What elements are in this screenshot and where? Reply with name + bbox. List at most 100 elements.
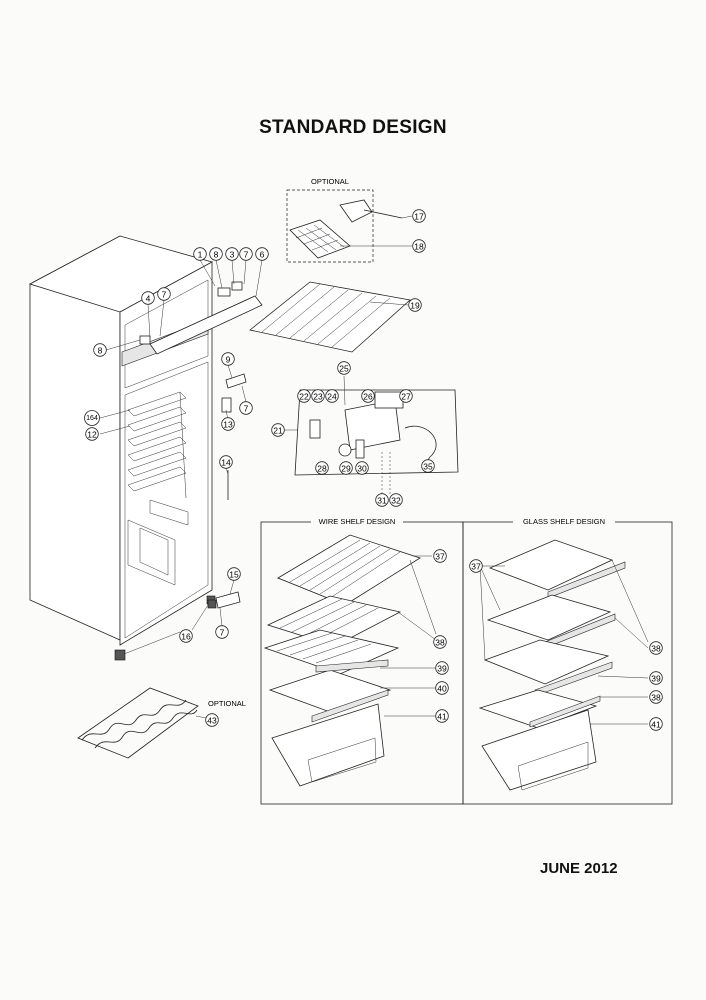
callout-number-c16: 16 [181, 632, 191, 642]
callout-number-c3: 3 [230, 250, 235, 260]
control-assembly [294, 389, 459, 494]
callout-circle-c19 [408, 298, 422, 312]
callout-number-c13: 13 [223, 420, 233, 430]
callout-number-c18: 18 [414, 242, 424, 252]
callout-number-c25: 25 [339, 364, 349, 374]
optional-label-top: OPTIONAL [311, 177, 349, 186]
callout-number-c12: 12 [87, 430, 97, 440]
callout-circle-c25 [337, 361, 351, 375]
callout-number-c7d: 7 [220, 628, 225, 638]
callout-circle-w40 [435, 681, 449, 695]
callout-number-w40: 40 [437, 684, 447, 694]
callout-circle-c26 [361, 389, 375, 403]
callout-circle-c43 [205, 713, 219, 727]
callout-circle-c4 [141, 291, 155, 305]
footer-date: JUNE 2012 [540, 860, 618, 877]
freezer-wire-shelf [249, 281, 411, 353]
callout-number-c1: 1 [198, 250, 203, 260]
callout-number-c22: 22 [299, 392, 309, 402]
callout-number-c7b: 7 [162, 290, 167, 300]
callout-circle-g41 [649, 717, 663, 731]
callout-circle-c16 [179, 629, 193, 643]
callout-number-c7a: 7 [244, 250, 249, 260]
optional-ice-accessories: OPTIONAL [286, 177, 403, 263]
callout-circle-c15 [227, 567, 241, 581]
callout-circle-g38b [649, 690, 663, 704]
callout-circle-c6 [255, 247, 269, 261]
callout-number-g37: 37 [471, 562, 481, 572]
callout-circle-c18 [412, 239, 426, 253]
hinge-bracket [231, 281, 243, 291]
callout-number-c32: 32 [391, 496, 401, 506]
top-trim [149, 295, 263, 355]
callout-number-c35: 35 [423, 462, 433, 472]
wine-rack [77, 687, 199, 759]
callout-number-c6: 6 [260, 250, 265, 260]
callout-number-c21: 21 [273, 426, 283, 436]
callout-circle-c164 [84, 410, 100, 426]
callout-number-c4: 4 [146, 294, 151, 304]
callout-circle-c22 [297, 389, 311, 403]
callout-number-c31: 31 [377, 496, 387, 506]
callout-number-g38b: 38 [651, 693, 661, 703]
callout-circle-c14 [219, 455, 233, 469]
callout-number-c14: 14 [221, 458, 231, 468]
callout-circle-c1 [193, 247, 207, 261]
fridge-cabinet [28, 235, 216, 661]
small-hardware [207, 373, 247, 609]
callout-circle-c13 [221, 417, 235, 431]
callout-circle-c3 [225, 247, 239, 261]
callout-number-c26: 26 [363, 392, 373, 402]
callout-number-g39: 39 [651, 674, 661, 684]
callout-circle-c30 [355, 461, 369, 475]
glass-shelf-design-label: GLASS SHELF DESIGN [523, 517, 605, 526]
callout-number-c27: 27 [401, 392, 411, 402]
callout-circle-c8a [209, 247, 223, 261]
callout-circle-c7b [157, 287, 171, 301]
callout-circle-c12 [85, 427, 99, 441]
callout-number-w39: 39 [437, 664, 447, 674]
glass-shelves [478, 539, 626, 791]
callout-number-c15: 15 [229, 570, 239, 580]
optional-label-rack: OPTIONAL [208, 699, 246, 708]
callout-circle-w38 [433, 635, 447, 649]
callout-circle-c7a [239, 247, 253, 261]
callout-circle-w37 [433, 549, 447, 563]
callout-number-w38: 38 [435, 638, 445, 648]
callout-circle-g38a [649, 641, 663, 655]
thermostat-knob [139, 335, 151, 345]
callout-circle-c23 [311, 389, 325, 403]
callout-circle-c31 [375, 493, 389, 507]
callout-number-w37: 37 [435, 552, 445, 562]
callout-number-c9: 9 [226, 355, 231, 365]
leader-lines [99, 215, 649, 725]
callout-number-c8a: 8 [214, 250, 219, 260]
callout-number-c43: 43 [207, 716, 217, 726]
callout-circle-c32 [389, 493, 403, 507]
callout-circle-w39 [435, 661, 449, 675]
wire-shelf-design-label: WIRE SHELF DESIGN [319, 517, 396, 526]
callout-number-c23: 23 [313, 392, 323, 402]
callout-number-c7c: 7 [244, 404, 249, 414]
hinge-block [217, 287, 231, 297]
callout-number-c30: 30 [357, 464, 367, 474]
callout-circle-c21 [271, 423, 285, 437]
callout-circle-c17 [412, 209, 426, 223]
callout-number-c28: 28 [317, 464, 327, 474]
callout-circle-g39 [649, 671, 663, 685]
wire-shelves [263, 534, 421, 787]
callout-circle-c28 [315, 461, 329, 475]
callout-number-c164: 164 [86, 415, 98, 422]
callout-circle-c24 [325, 389, 339, 403]
callout-circle-c9 [221, 352, 235, 366]
callout-circle-c7c [239, 401, 253, 415]
callout-number-g41: 41 [651, 720, 661, 730]
callout-circle-g37 [469, 559, 483, 573]
callout-circle-c27 [399, 389, 413, 403]
callout-number-c19: 19 [410, 301, 420, 311]
callout-number-w41: 41 [437, 712, 447, 722]
callout-circle-c29 [339, 461, 353, 475]
